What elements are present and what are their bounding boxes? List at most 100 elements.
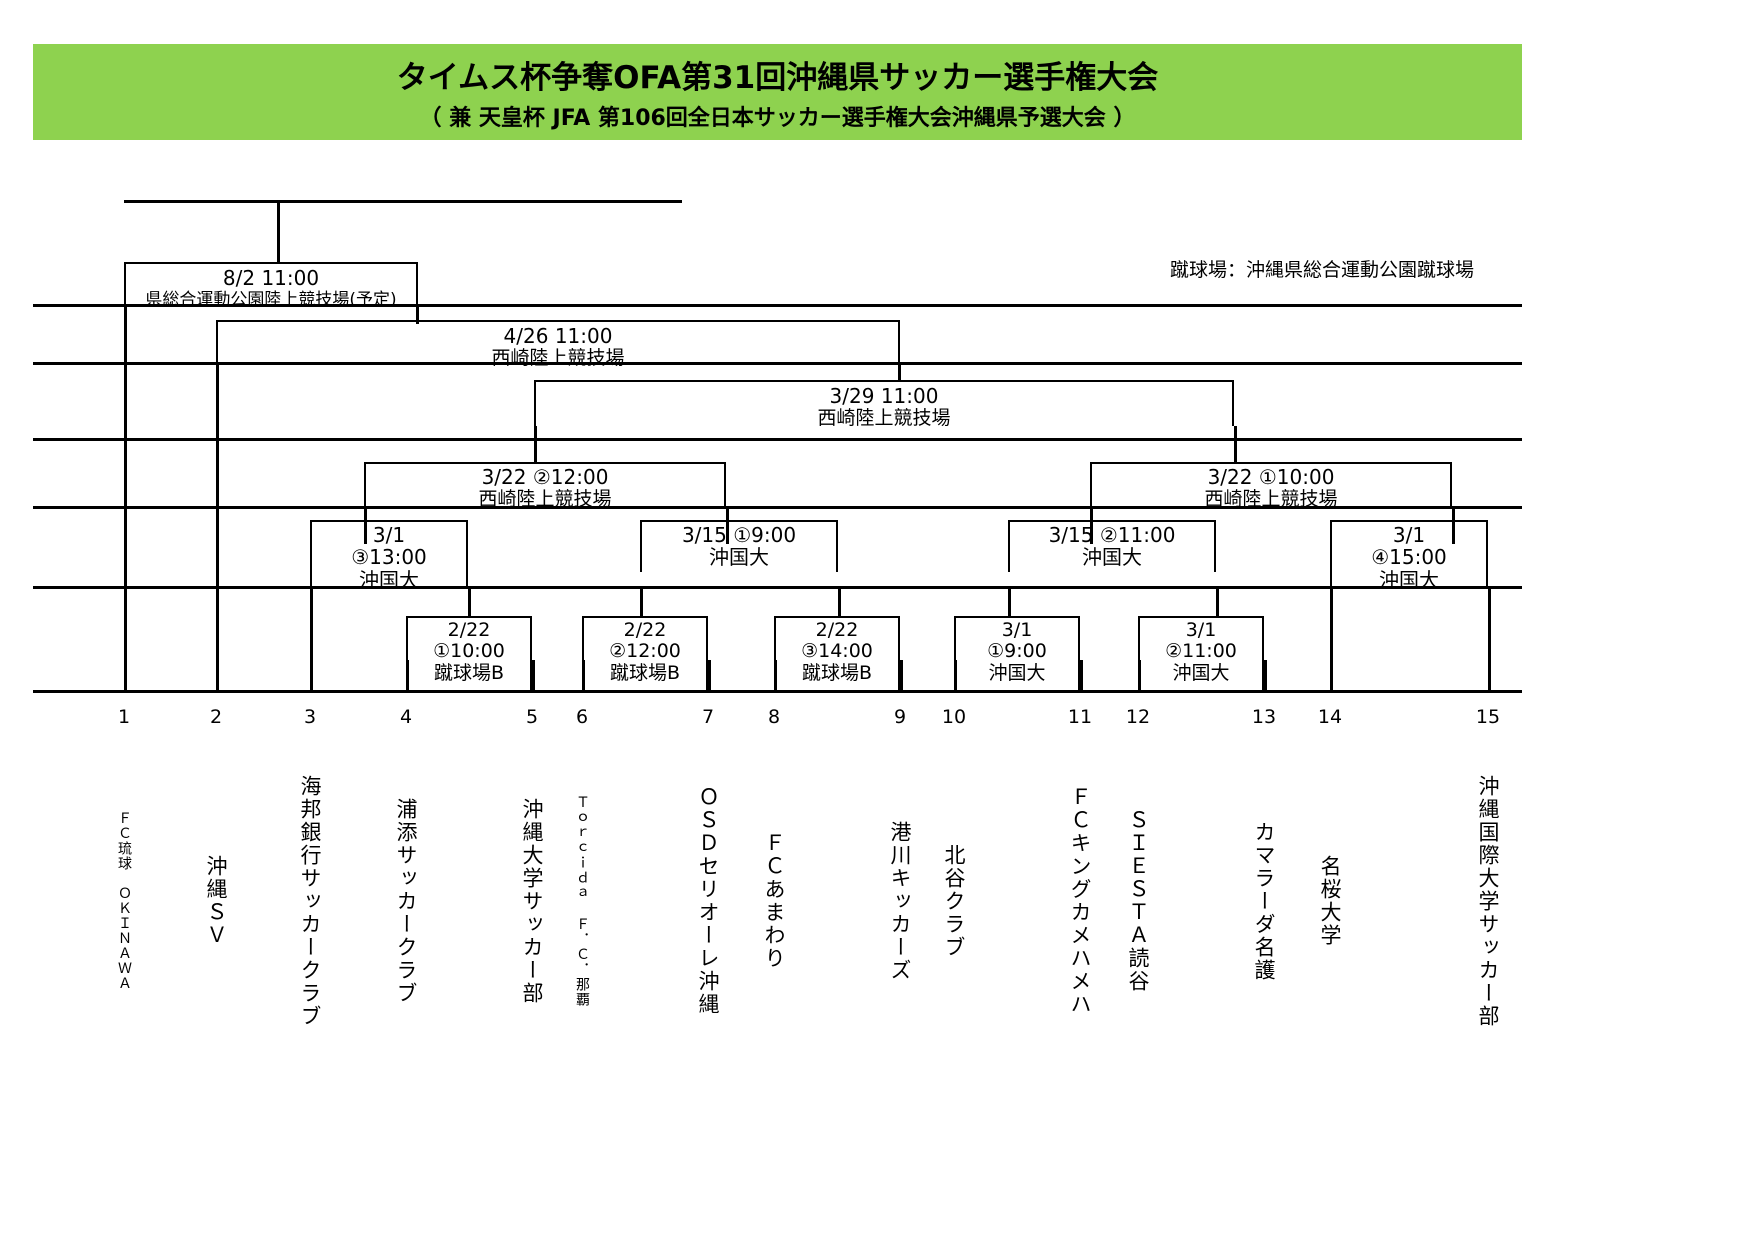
match-first-3-line3: 蹴球場B [801, 661, 873, 684]
venue-legend: 蹴球場：沖縄県総合運動公園蹴球場 [1170, 259, 1475, 281]
match-first-5-line1: 3/1 [1185, 619, 1217, 641]
match-round32-1-line3: 沖国大 [359, 567, 419, 592]
bracket-drop-team-6 [582, 660, 585, 690]
team-seed-number: 1 [117, 706, 131, 728]
bracket-line-r16b-right-stem [1234, 426, 1237, 464]
bracket-drop-team-2 [216, 362, 219, 690]
team-seed-number: 11 [1067, 706, 1093, 728]
bracket-line-fr-c-right [1216, 586, 1219, 618]
bracket-line-r32c-stem [1090, 506, 1093, 544]
match-final-venue: 県総合運動公園陸上競技場(予定) [145, 290, 397, 311]
match-round32-3-line1: 3/15 ②11:00 [1048, 523, 1176, 547]
match-round16-left-venue: 西崎陸上競技場 [478, 488, 612, 511]
tournament-title: タイムス杯争奪OFA第31回沖縄県サッカー選手権大会 [396, 60, 1159, 96]
match-round32-4-line2: ④15:00 [1371, 545, 1447, 570]
team-entry-15[interactable]: 15 沖縄国際大学サッカー部 [1465, 706, 1511, 1066]
team-entry-4[interactable]: 4 浦添サッカークラブ [383, 706, 429, 1066]
match-box-round32-2: 3/15 ①9:00 沖国大 [640, 520, 838, 572]
match-first-1-line2: ①10:00 [433, 640, 505, 663]
bracket-rule-level-quarter [33, 438, 1522, 441]
team-seed-number: 15 [1475, 706, 1501, 728]
bracket-rule-level-round16 [33, 506, 1522, 509]
match-round16-right-venue: 西崎陸上競技場 [1204, 488, 1338, 511]
bracket-rule-entry-line [33, 690, 1522, 693]
match-first-2-line3: 蹴球場B [609, 661, 681, 684]
match-quarter-upper-date: 3/29 11:00 [829, 384, 939, 408]
bracket-line-semi-right-stem [416, 304, 419, 324]
team-name: 沖縄国際大学サッカー部 [1476, 774, 1500, 1028]
bracket-line-fr-c-left [1008, 586, 1011, 618]
match-first-4-line1: 3/1 [1001, 619, 1033, 641]
team-seed-number: 14 [1317, 706, 1343, 728]
bracket-drop-team-8 [774, 660, 777, 690]
match-round32-1-line2: ③13:00 [351, 545, 427, 570]
team-seed-number: 2 [209, 706, 223, 728]
bracket-line-fr-b-left [640, 586, 643, 618]
match-final-date: 8/2 11:00 [222, 266, 320, 290]
match-first-3-line2: ③14:00 [801, 640, 873, 663]
team-entry-3[interactable]: 3 海邦銀行サッカークラブ [287, 706, 333, 1066]
team-seed-number: 6 [575, 706, 589, 728]
team-name: 浦添サッカークラブ [394, 797, 418, 1005]
team-name: 沖縄ＳＶ [204, 855, 228, 947]
team-seed-number: 8 [767, 706, 781, 728]
bracket-drop-team-9 [900, 660, 903, 690]
match-box-semifinal: 4/26 11:00 西崎陸上競技場 [216, 320, 900, 369]
team-seed-number: 3 [303, 706, 317, 728]
bracket-drop-team-14 [1330, 586, 1333, 690]
bracket-drop-team-15 [1488, 586, 1491, 690]
team-name: 海邦銀行サッカークラブ [298, 774, 322, 1028]
team-name: ＦＣ琉球 ＯＫＩＮＡＷＡ [116, 811, 132, 991]
team-entry-2[interactable]: 2 沖縄ＳＶ [193, 706, 239, 1066]
team-entry-9[interactable]: 9 港川キッカーズ [877, 706, 923, 1066]
team-seed-number: 7 [701, 706, 715, 728]
title-banner: タイムス杯争奪OFA第31回沖縄県サッカー選手権大会 （ 兼 天皇杯 JFA 第… [33, 44, 1522, 140]
team-seed-number: 4 [399, 706, 413, 728]
match-round32-2-line2: 沖国大 [709, 545, 769, 570]
match-box-first-round-4: 3/1 ①9:00 沖国大 [954, 616, 1080, 692]
team-entry-14[interactable]: 14 名桜大学 [1307, 706, 1353, 1066]
match-box-final: 8/2 11:00 県総合運動公園陸上競技場(予定) [124, 262, 418, 310]
bracket-rule-level-final [33, 304, 1522, 307]
team-name: 名桜大学 [1318, 855, 1342, 947]
match-round32-4-line3: 沖国大 [1379, 567, 1439, 592]
team-seed-number: 5 [525, 706, 539, 728]
match-round32-1-line1: 3/1 [372, 523, 406, 547]
bracket-drop-team-10 [954, 660, 957, 690]
bracket-line-r32b-stem [726, 506, 729, 544]
team-entry-10[interactable]: 10 北谷クラブ [931, 706, 977, 1066]
match-quarter-upper-venue: 西崎陸上競技場 [817, 407, 951, 430]
match-first-5-line3: 沖国大 [1172, 661, 1230, 684]
team-name: 港川キッカーズ [888, 820, 912, 982]
team-seed-number: 9 [893, 706, 907, 728]
bracket-line-fr-a-right [468, 586, 471, 618]
match-first-1-line1: 2/22 [447, 619, 491, 641]
match-round16-left-date: 3/22 ②12:00 [481, 465, 609, 489]
bracket-rule-level-semi [33, 362, 1522, 365]
bracket-line-r16a-left-stem [534, 426, 537, 464]
match-box-quarter-upper: 3/29 11:00 西崎陸上競技場 [534, 380, 1234, 430]
match-first-4-line3: 沖国大 [988, 661, 1046, 684]
match-box-first-round-1: 2/22 ①10:00 蹴球場B [406, 616, 532, 692]
bracket-drop-team-12 [1138, 660, 1141, 690]
team-name: ＦＣあまわり [762, 832, 786, 970]
bracket-line-fr-b-right [838, 586, 841, 618]
match-first-2-line1: 2/22 [623, 619, 667, 641]
bracket-drop-team-3 [310, 586, 313, 690]
match-first-3-line1: 2/22 [815, 619, 859, 641]
match-box-round16-right: 3/22 ①10:00 西崎陸上競技場 [1090, 462, 1452, 511]
match-round32-4-line1: 3/1 [1392, 523, 1426, 547]
bracket-drop-team-5 [532, 660, 535, 690]
bracket-line-r32a-stem [364, 506, 367, 544]
team-name: 北谷クラブ [942, 843, 966, 959]
team-name: ＳＩＥＳＴＡ読谷 [1126, 809, 1150, 993]
team-seed-number: 10 [941, 706, 967, 728]
